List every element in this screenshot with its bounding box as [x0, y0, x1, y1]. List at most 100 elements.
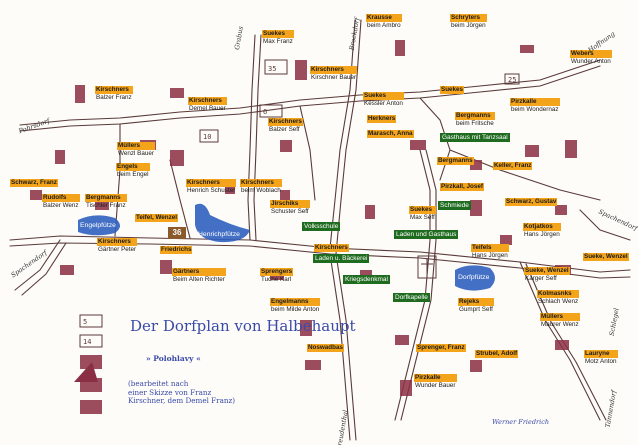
house [60, 265, 74, 275]
author-signature: Werner Friedrich [492, 418, 550, 426]
road [335, 19, 362, 255]
marker-36: 36 [168, 227, 186, 239]
house-label: Sueke, Wenzel [583, 253, 629, 261]
road [400, 149, 437, 421]
house-label: Schwarz, Franz [10, 179, 58, 187]
house [75, 85, 85, 103]
house-number: 25 [508, 76, 516, 84]
pond-henrichpfuetze: Henrichpfütze [198, 231, 240, 238]
chapel-frame [417, 255, 437, 279]
map-title: Der Dorfplan von Halbehaupt [130, 317, 356, 335]
house [400, 380, 412, 396]
landmark-laden-baeckerei: Laden u. Bäckerei [313, 254, 370, 263]
landmark-kriegsdenkmal: Kriegsdenkmal [343, 275, 390, 284]
note-line: Kirschner, dem Demel Franz) [128, 396, 236, 406]
house-number: 35 [268, 65, 276, 73]
landmark-gasthaus-tanzsaal: Gasthaus mit Tanzsaal [440, 133, 510, 142]
house [80, 400, 102, 414]
house [80, 355, 102, 369]
house [470, 160, 482, 170]
engelpfuetze-shape [78, 215, 120, 236]
house [365, 205, 375, 219]
house-label: Suekes [440, 86, 465, 94]
house-label: Marasch, Anna [367, 130, 414, 138]
house-number: 5 [83, 318, 87, 326]
house-number: 14 [83, 338, 91, 346]
house-numbers: 35 25 6 10 5 14 [83, 65, 516, 346]
house [470, 360, 482, 372]
house [280, 140, 292, 152]
house [55, 150, 65, 164]
outline-houses [79, 59, 520, 348]
house [395, 335, 409, 345]
landmark-volksschule: Volksschule [302, 222, 341, 231]
ponds [78, 203, 495, 291]
house [410, 140, 426, 150]
house-label: Kirschners [314, 244, 349, 252]
map-note: (bearbeitet nach einer Skizze von Franz … [128, 379, 268, 406]
house-outline [79, 334, 103, 348]
house [520, 45, 534, 53]
house-outline [264, 59, 288, 75]
house [30, 190, 42, 200]
house [160, 260, 172, 274]
house [395, 40, 405, 56]
house [555, 205, 567, 215]
house [95, 200, 109, 210]
road [299, 105, 316, 201]
house [565, 140, 577, 158]
house [225, 180, 235, 194]
house-outline [259, 104, 283, 118]
note-line: einer Skizze von Franz [128, 387, 212, 397]
pond-engelpfuetze: Engelpfütze [80, 222, 116, 229]
note-line: (bearbeitet nach [128, 379, 189, 388]
legend-triangle [74, 362, 98, 382]
road [14, 239, 61, 291]
map-subtitle: » Polohlavy « [146, 354, 201, 363]
house [295, 60, 307, 80]
house-label: Pirzkall, Josef [440, 183, 484, 191]
house-label: Keller, Franz [493, 162, 533, 170]
house-label: Strubel, Adolf [475, 350, 519, 358]
road [335, 253, 357, 441]
house [470, 200, 482, 216]
road [247, 34, 256, 241]
house-label: Friedrichs [160, 246, 193, 254]
house [170, 88, 184, 98]
house-label: Noswadbas [307, 344, 344, 352]
house [170, 150, 184, 166]
road [21, 242, 67, 296]
house-label: Herkners [367, 115, 397, 123]
house-label: Teifel, Wenzel [135, 214, 179, 222]
house-outline [199, 129, 219, 143]
house [280, 190, 290, 204]
landmark-dorfkapelle: Dorfkapelle [393, 293, 430, 302]
legend-symbols [74, 362, 98, 382]
pond-dorfpfuetze: Dorfpfütze [458, 274, 490, 281]
